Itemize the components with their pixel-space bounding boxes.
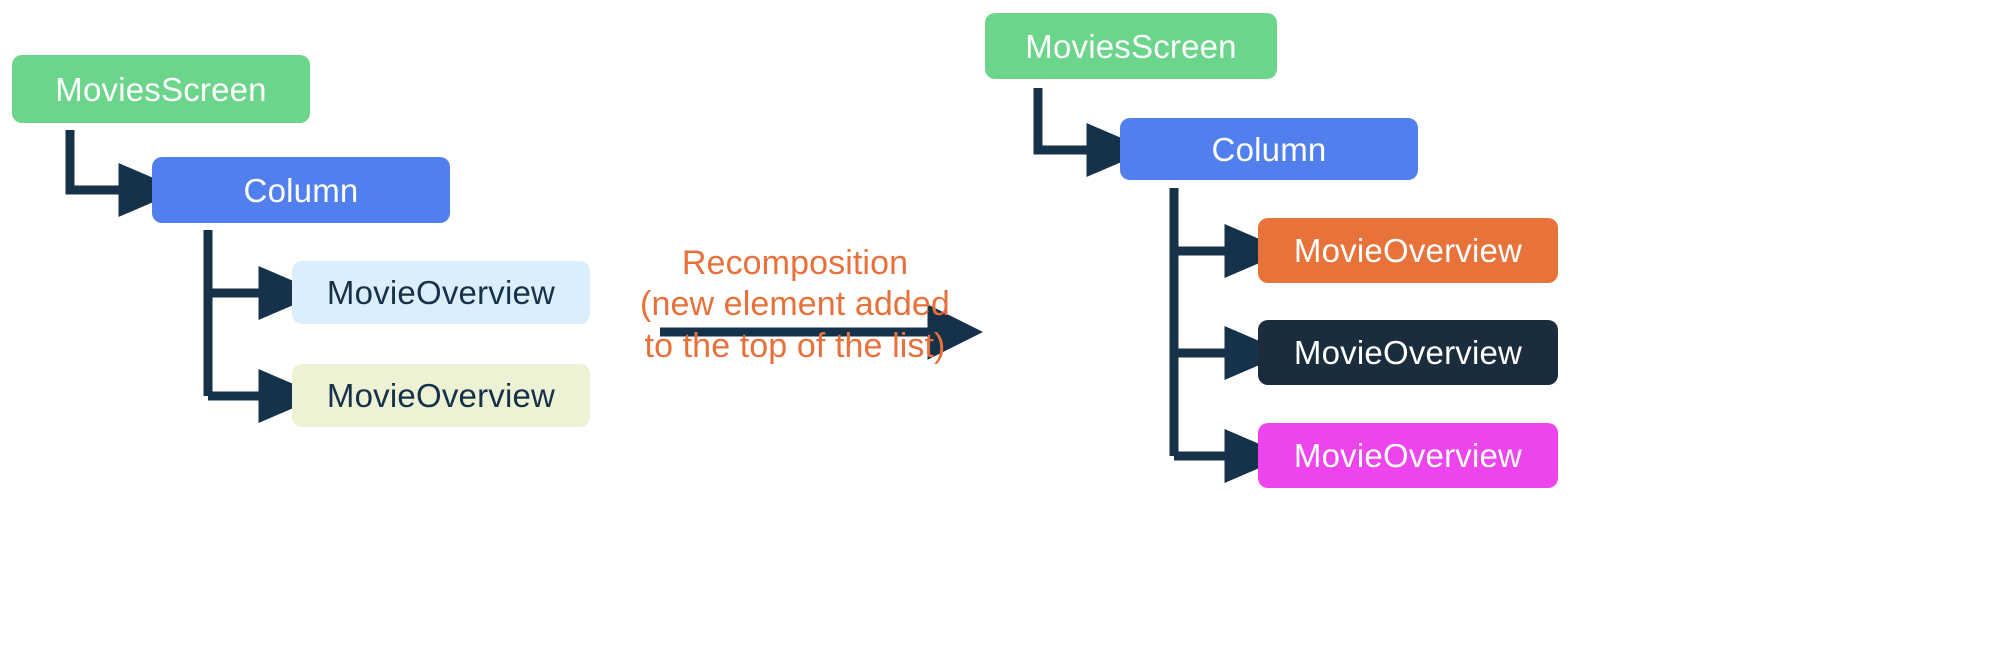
- node-label: MoviesScreen: [1025, 27, 1237, 65]
- edge-left-screen-to-column: [65, 130, 182, 217]
- node-movie-overview-after-1[interactable]: MovieOverview: [1258, 218, 1558, 283]
- node-movie-overview-after-3[interactable]: MovieOverview: [1258, 423, 1558, 488]
- node-label: Column: [243, 171, 359, 209]
- node-label: MovieOverview: [1293, 334, 1523, 371]
- node-label: Column: [1211, 130, 1327, 168]
- node-movie-overview-before-1[interactable]: MovieOverview: [292, 261, 590, 324]
- node-movie-overview-after-2[interactable]: MovieOverview: [1258, 320, 1558, 385]
- node-movies-screen-before[interactable]: MoviesScreen: [12, 55, 310, 123]
- node-label: MovieOverview: [326, 377, 556, 414]
- node-movies-screen-after[interactable]: MoviesScreen: [985, 13, 1277, 79]
- edge-right-screen-to-column: [1033, 88, 1150, 177]
- node-label: MovieOverview: [1293, 437, 1523, 474]
- node-movie-overview-before-2[interactable]: MovieOverview: [292, 364, 590, 427]
- node-label: MoviesScreen: [55, 70, 267, 108]
- edge-right-column-branch: [1169, 188, 1288, 483]
- node-column-after[interactable]: Column: [1120, 118, 1418, 180]
- node-label: MovieOverview: [1293, 232, 1523, 269]
- node-label: MovieOverview: [326, 274, 556, 311]
- recomposition-label: Recomposition (new element added to the …: [640, 244, 950, 365]
- edge-left-column-branch: [203, 230, 322, 423]
- node-column-before[interactable]: Column: [152, 157, 450, 223]
